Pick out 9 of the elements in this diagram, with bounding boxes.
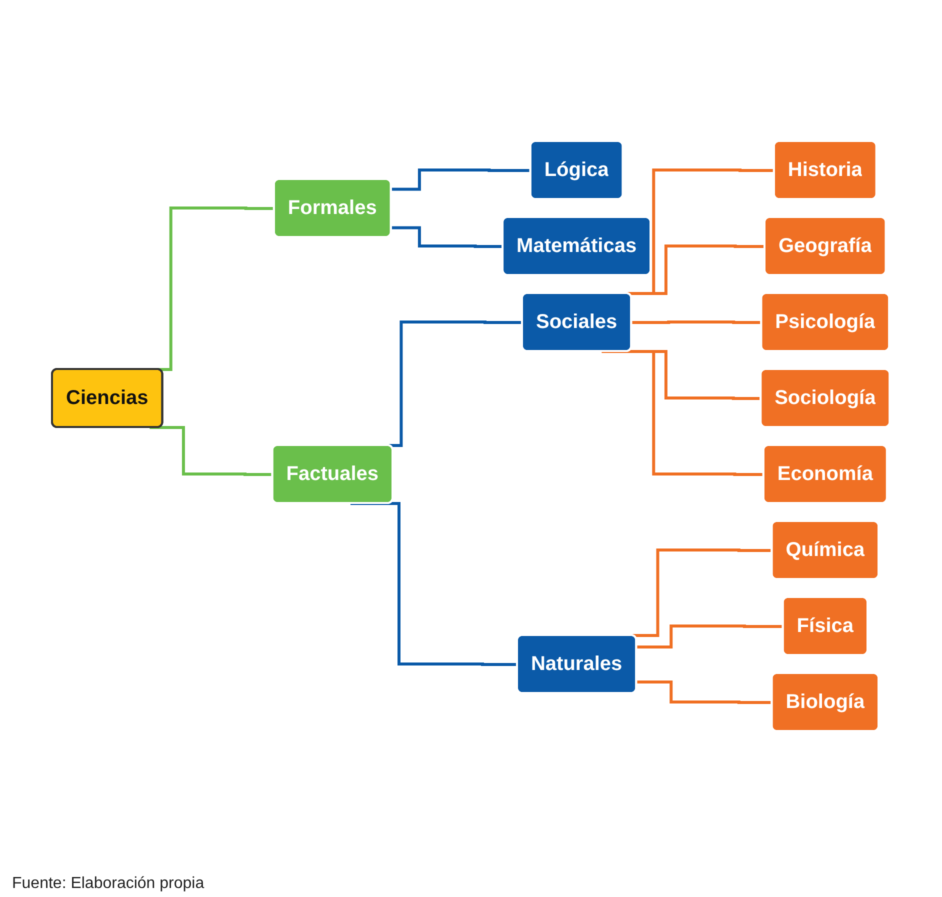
- connector: [636, 680, 772, 704]
- connector: [150, 426, 273, 476]
- connector: [632, 320, 762, 324]
- connector: [392, 168, 531, 190]
- connector: [602, 350, 764, 476]
- source-caption: Fuente: Elaboración propia: [11, 874, 206, 894]
- connector: [636, 624, 784, 648]
- connector: [350, 502, 518, 666]
- connector: [392, 226, 504, 248]
